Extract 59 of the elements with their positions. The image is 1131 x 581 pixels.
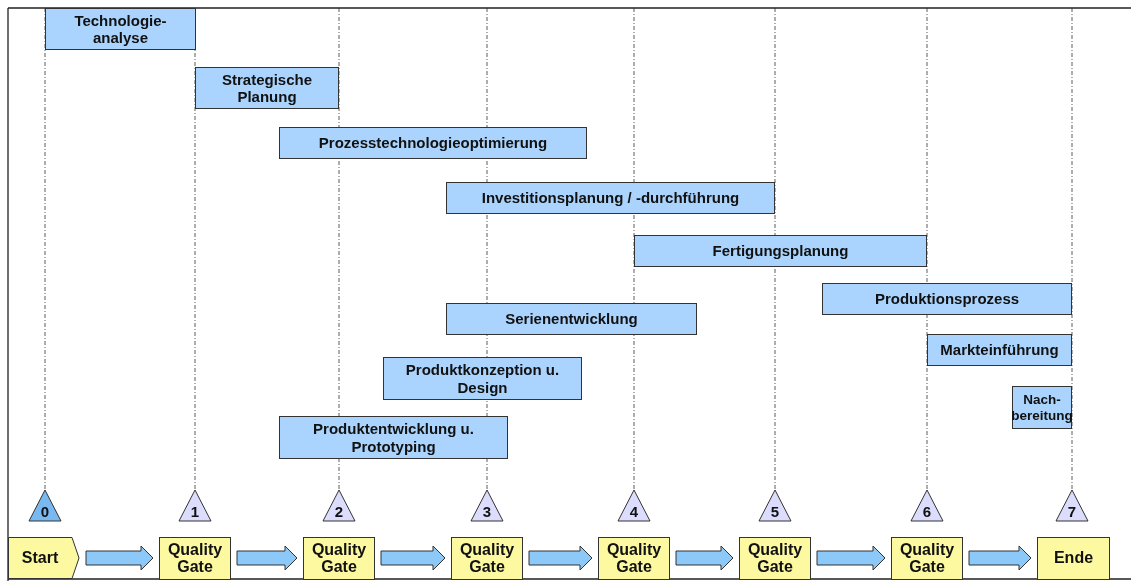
milestone-number: 2 <box>333 502 345 521</box>
node-label: Serienentwicklung <box>504 310 639 328</box>
start-box <box>8 537 80 579</box>
node-label: Prozesstechnologieoptimierung <box>317 134 549 152</box>
gate-box <box>1037 537 1110 580</box>
task-bar <box>195 67 339 109</box>
milestone-number: 3 <box>481 502 493 521</box>
milestone-number: 1 <box>189 502 201 521</box>
gate-box <box>303 537 375 580</box>
block-arrow <box>528 545 593 571</box>
milestone-number: 4 <box>628 502 640 521</box>
task-bar <box>45 8 196 50</box>
block-arrow <box>236 545 298 571</box>
node-label: Quality Gate <box>310 541 368 576</box>
milestone-triangle <box>322 489 356 522</box>
node-label: Quality Gate <box>605 541 663 576</box>
task-bar <box>634 235 927 267</box>
node-label: Strategische Planung <box>220 70 313 106</box>
node-label: Produktkonzeption u. Design <box>404 361 561 396</box>
node-label: Quality Gate <box>166 541 224 576</box>
block-arrow <box>85 545 154 571</box>
milestone-triangle <box>178 489 212 522</box>
task-bar <box>446 182 775 214</box>
node-label: Start <box>21 548 60 568</box>
node-label: Quality Gate <box>458 541 516 576</box>
gate-box <box>451 537 523 580</box>
node-label: Quality Gate <box>746 541 804 576</box>
block-arrow <box>675 545 734 571</box>
milestone-triangle <box>617 489 651 522</box>
block-arrow <box>968 545 1032 571</box>
milestone-number: 0 <box>39 502 51 521</box>
block-arrow <box>380 545 446 571</box>
milestone-triangle <box>470 489 504 522</box>
gate-box <box>159 537 231 580</box>
node-label: Fertigungsplanung <box>711 242 850 260</box>
node-label: Produktionsprozess <box>873 290 1021 308</box>
gate-box <box>891 537 963 580</box>
node-label: Quality Gate <box>898 541 956 576</box>
node-label: Ende <box>1052 550 1095 567</box>
milestone-triangle <box>910 489 944 522</box>
node-label: Technologie- analyse <box>73 11 168 47</box>
task-bar <box>279 127 587 159</box>
milestone-triangle <box>758 489 792 522</box>
task-bar <box>279 416 508 459</box>
task-bar <box>383 357 582 400</box>
task-bar <box>927 334 1072 366</box>
node-label: Produktentwicklung u. Prototyping <box>312 420 475 455</box>
task-bar <box>822 283 1072 315</box>
node-label: Investitionsplanung / -durchführung <box>480 189 741 207</box>
task-bar <box>446 303 697 335</box>
milestone-number: 7 <box>1066 502 1078 521</box>
node-label: Markteinführung <box>939 341 1060 359</box>
block-arrow <box>816 545 886 571</box>
gate-box <box>598 537 670 580</box>
milestone-number: 5 <box>769 502 781 521</box>
milestone-triangle <box>28 489 62 522</box>
milestone-number: 6 <box>921 502 933 521</box>
milestone-triangle <box>1055 489 1089 522</box>
gate-box <box>739 537 811 580</box>
